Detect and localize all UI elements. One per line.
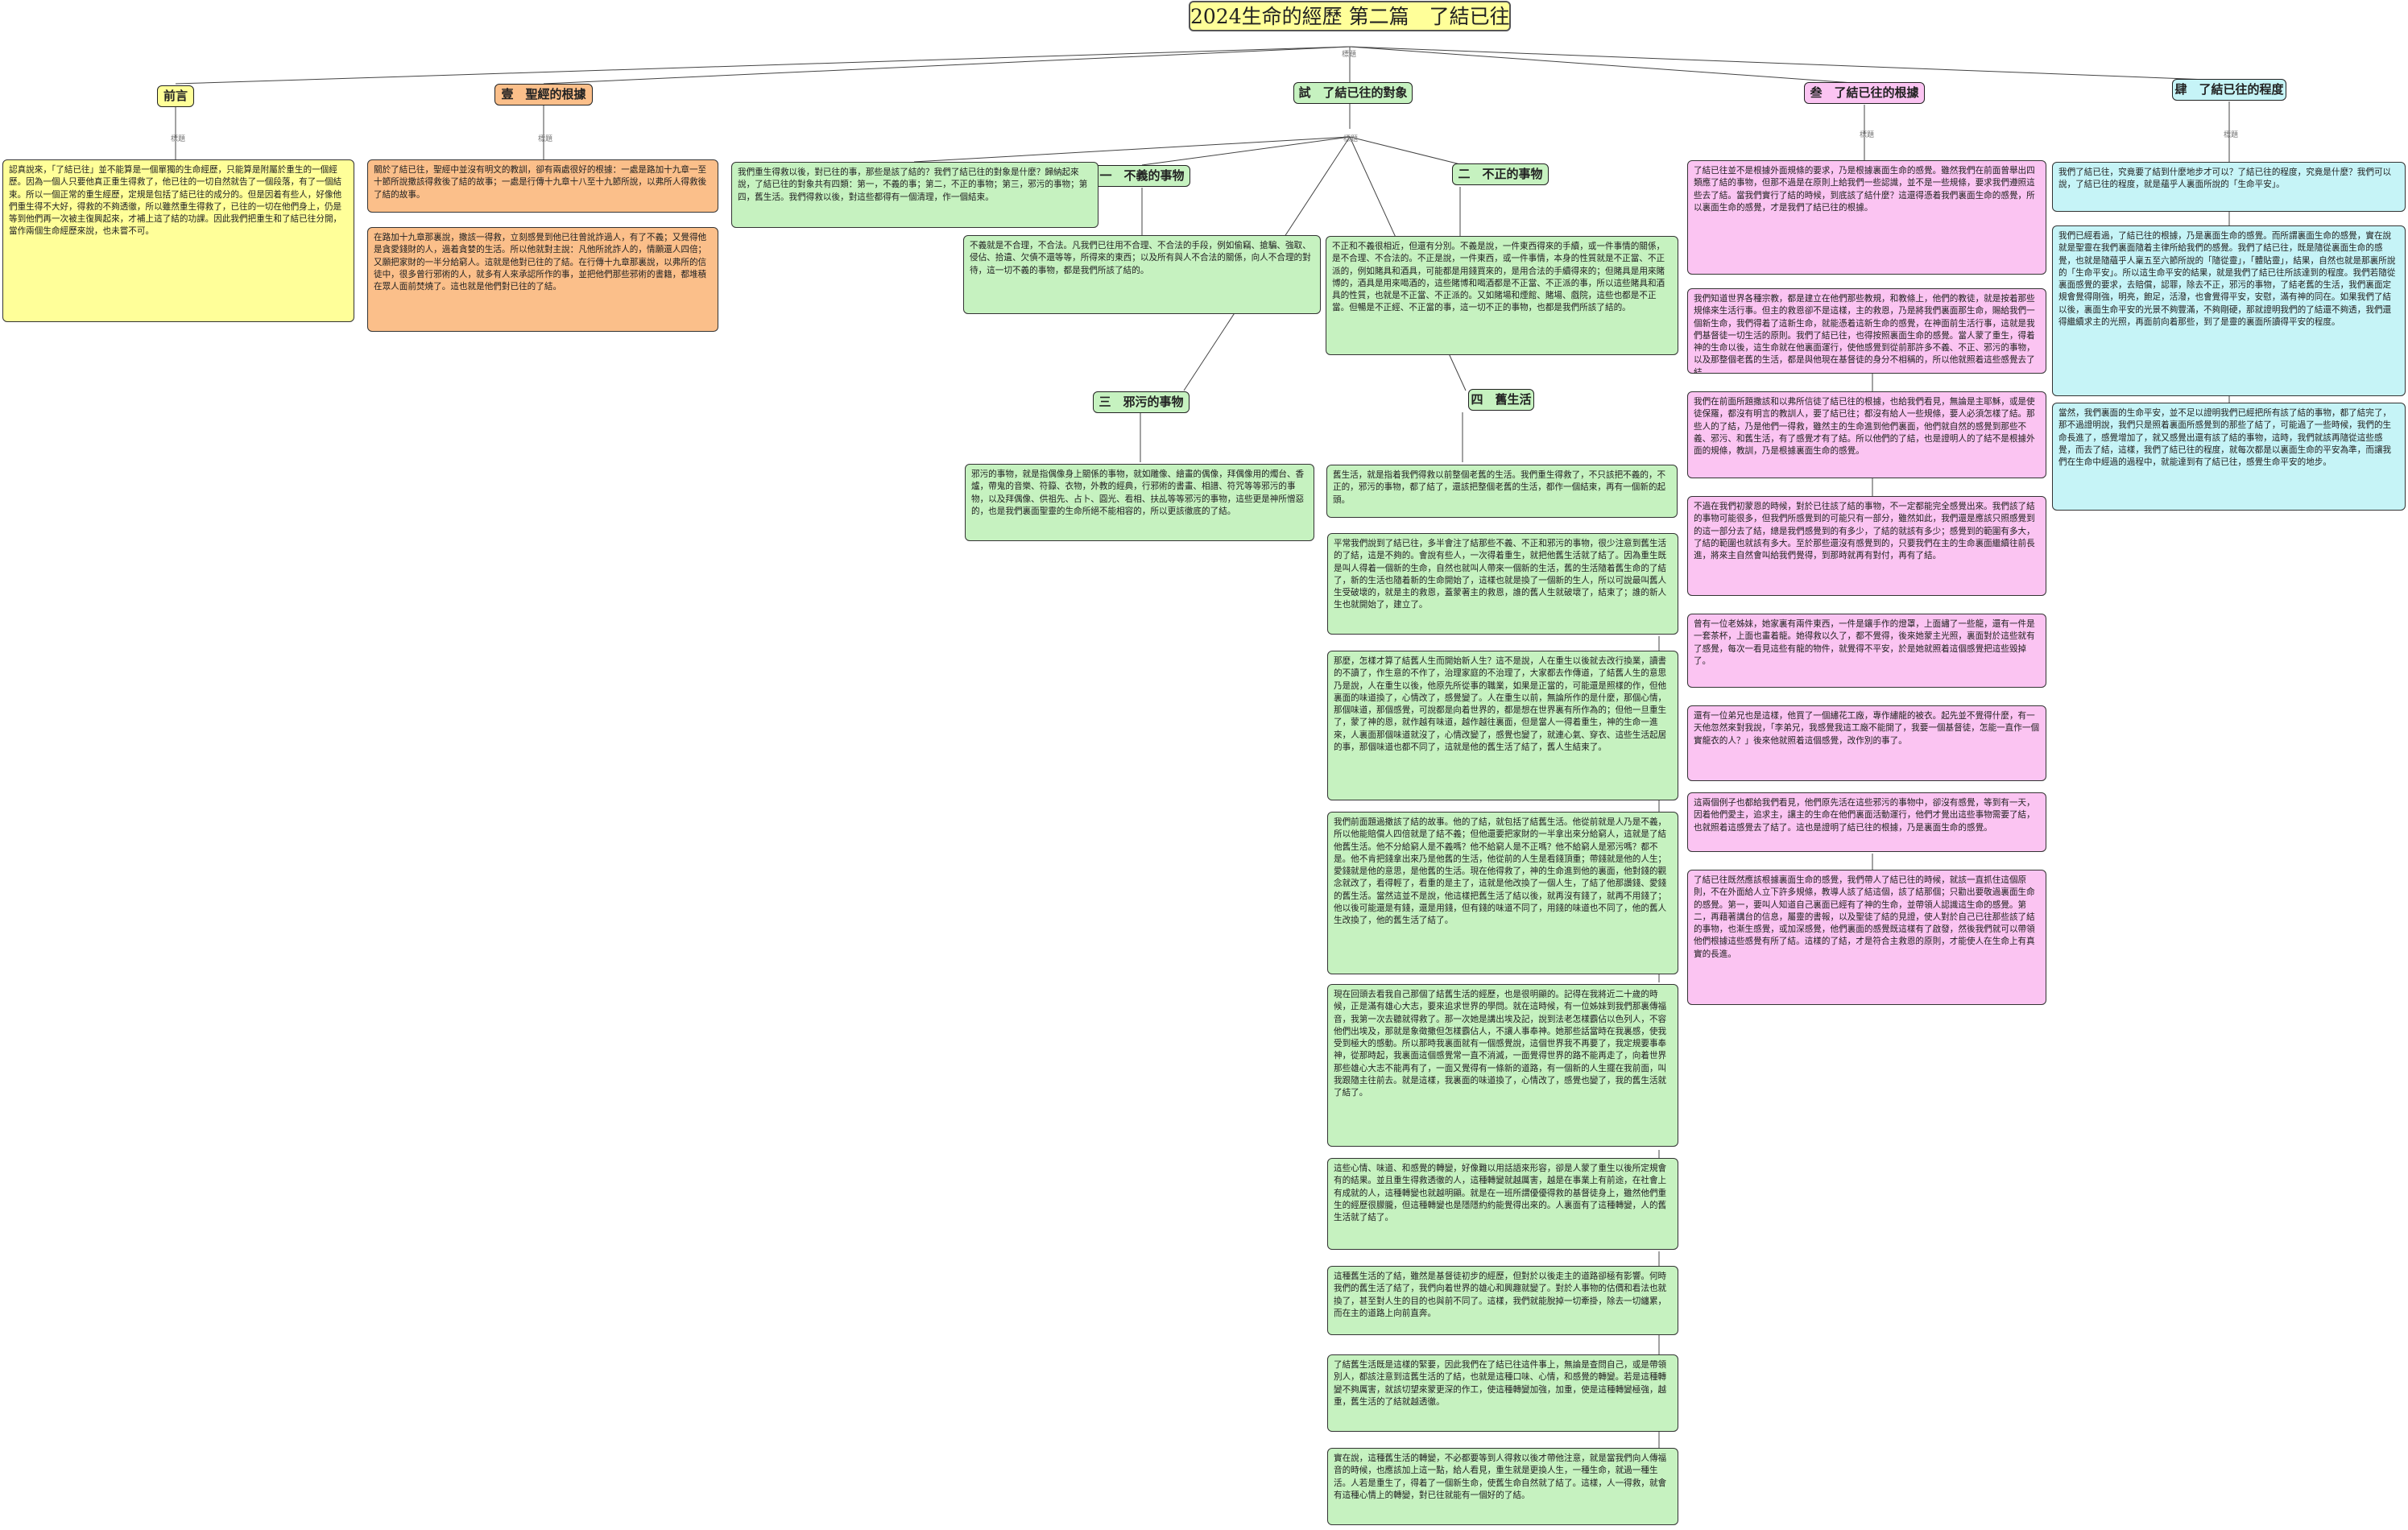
note-part4-degree: 我們了結已往，究竟要了結到什麼地步才可以？了結已往的程度，究竟是什麼？我們可以說… — [2052, 162, 2406, 212]
note-old-life-9: 實在說，這種舊生活的轉變，不必都要等到人得救以後才帶他注意，就是當我們向人傳福音… — [1327, 1448, 1678, 1525]
note-part3-sister: 曾有一位老姊妹，她家裏有兩件東西，一件是鑲手作的燈罩，上面繡了一些龍，還有一件是… — [1687, 614, 2046, 688]
note-part3-examples: 我們在前面所題撒該和以弗所信徒了結已往的根據，也給我們看見，無論是主耶穌，或是使… — [1687, 391, 2046, 478]
note-old-life-6: 這些心情、味道、和感覺的轉變，好像難以用話語來形容，卻是人蒙了重生以後所定規會有… — [1327, 1158, 1678, 1250]
note-old-life-8: 了結舊生活既是這樣的緊要，因此我們在了結已往這件事上，無論是查問自己，或是帶領別… — [1327, 1354, 1678, 1432]
topic-preface[interactable]: 前言 — [157, 85, 194, 107]
note-old-life-3: 那麼，怎樣才算了結舊人生而開始新人生？這不是說，人在重生以後就去改行換業，讀書的… — [1327, 651, 1678, 800]
note-unrighteous: 不義就是不合理，不合法。凡我們已往用不合理、不合法的手段，例如偷竊、搶騙、強取、… — [963, 235, 1321, 314]
preface-link-label: 標題 — [171, 135, 186, 143]
part4-link-label: 標題 — [2224, 131, 2239, 139]
topic-part1[interactable]: 壹 聖經的根據 — [494, 84, 593, 105]
topic-defiling[interactable]: 三 邪污的事物 — [1093, 391, 1190, 413]
note-part3-principle: 了結已往並不是根據外面規條的要求，乃是根據裏面生命的感覺。雖然我們在前面曾舉出四… — [1687, 160, 2046, 275]
note-old-life-2: 平常我們說到了結已往，多半會注了結那些不義、不正和邪污的事物，很少注意到舊生活的… — [1327, 533, 1678, 635]
topic-unrighteous[interactable]: 一 不義的事物 — [1094, 165, 1190, 187]
note-old-life-7: 這種舊生活的了結，雖然是基督徒初步的經歷，但對於以後走主的道路卻極有影響。何時我… — [1327, 1266, 1678, 1335]
note-improper: 不正和不義很相近，但還有分別。不義是說，一件東西得來的手續，或一件事情的關係，是… — [1326, 236, 1678, 355]
root-link-label: 標題 — [1342, 51, 1357, 59]
topic-part4[interactable]: 肆 了結已往的程度 — [2172, 79, 2286, 101]
note-old-life-4: 我們前面題過撒該了結的故事。他的了結，就包括了結舊生活。他從前就是人乃是不義，所… — [1327, 812, 1678, 974]
topic-old-life[interactable]: 四 舊生活 — [1468, 389, 1534, 411]
note-part3-proof: 這兩個例子也都給我們看見，他們原先活在這些邪污的事物中，卻沒有感覺，等到有一天，… — [1687, 792, 2046, 852]
note-part3-partial: 不過在我們初蒙恩的時候，對於已往該了結的事物，不一定都能完全感覺出來。我們該了結… — [1687, 496, 2046, 596]
part3-link-label: 標題 — [1860, 131, 1875, 139]
note-preface: 認真說來，「了結已往」並不能算是一個單獨的生命經歷，只能算是附屬於重生的一個經歷… — [2, 159, 354, 322]
map-title: 2024生命的經歷 第二篇 了結已往 — [1189, 1, 1511, 31]
note-part1-basis: 關於了結已往，聖經中並沒有明文的教訓，卻有兩處很好的根據：一處是路加十九章一至十… — [367, 159, 718, 213]
note-part3-leading: 了結已往既然應該根據裏面生命的感覺，我們帶人了結已往的時候，就該一直抓住這個原則… — [1687, 870, 2046, 1005]
topic-part2[interactable]: 試 了結已往的對象 — [1293, 82, 1413, 104]
note-old-life-5: 現在回頭去看我自己那個了結舊生活的經歷，也是很明顯的。記得在我將近二十歲的時候，… — [1327, 984, 1678, 1147]
note-part3-life-sense: 我們知道世界各種宗教，都是建立在他們那些教規，和教條上，他們的教徒，就是按着那些… — [1687, 288, 2046, 374]
note-part3-brother: 還有一位弟兄也是這樣，他買了一個繡花工廠，專作繡龍的被衣。起先並不覺得什麼，有一… — [1687, 705, 2046, 781]
note-part2-objects: 我們重生得救以後，對已往的事，那些是該了結的？我們了結已往的對象是什麼？歸納起來… — [731, 162, 1098, 228]
note-part4-growth: 當然，我們裏面的生命平安，並不足以證明我們已經把所有該了結的事物，都了結完了，那… — [2052, 403, 2406, 511]
topic-part3[interactable]: 叁 了結已往的根據 — [1804, 82, 1925, 104]
note-part1-stories: 在路加十九章那裏說，撒該一得救，立刻感覺到他已往曾訛詐過人，有了不義；又覺得他是… — [367, 227, 718, 332]
topic-improper[interactable]: 二 不正的事物 — [1452, 163, 1549, 185]
part1-link-label: 標題 — [538, 135, 553, 143]
note-defiling: 邪污的事物，就是指偶像身上關係的事物，就如雕像、繪畫的偶像，拜偶像用的燭台、香爐… — [965, 464, 1314, 541]
note-part4-peace: 我們已經看過，了結已往的根據，乃是裏面生命的感覺。而所謂裏面生命的感覺，實在說就… — [2052, 225, 2406, 396]
part2-link-label: 標題 — [1343, 135, 1359, 143]
note-old-life: 舊生活，就是指着我們得救以前整個老舊的生活。我們重生得救了，不只該把不義的，不正… — [1326, 465, 1678, 518]
